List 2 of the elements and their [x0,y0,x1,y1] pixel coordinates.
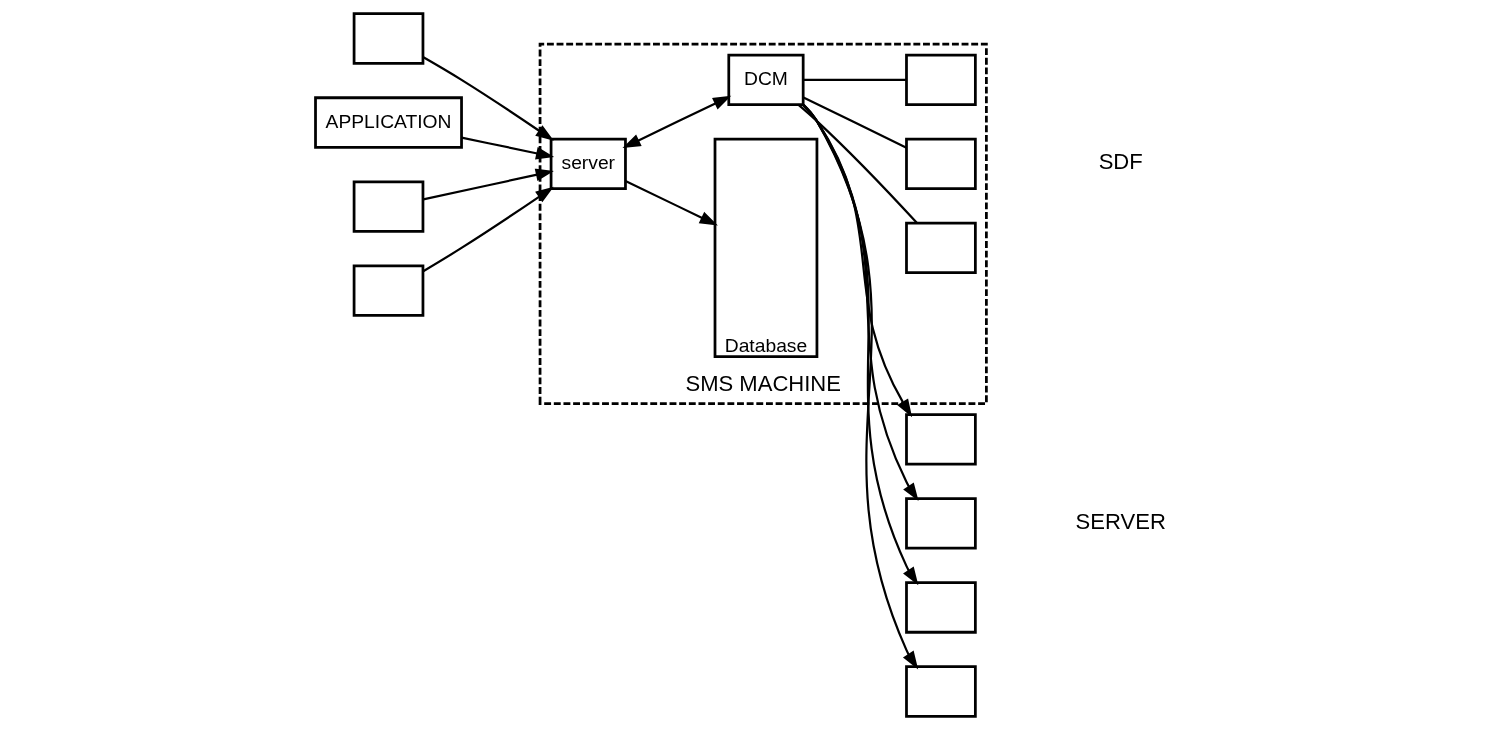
label: SDF [1098,149,1143,175]
label: SERVER [1075,508,1166,534]
